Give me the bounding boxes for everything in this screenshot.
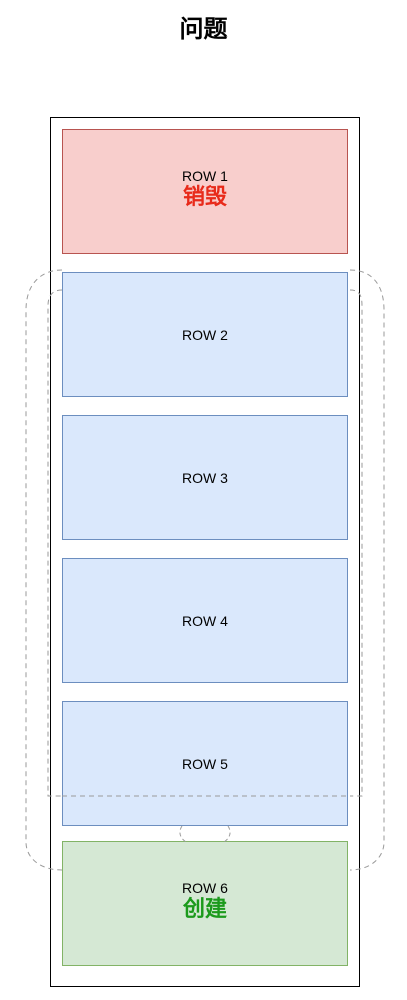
row-3-label: ROW 3	[182, 470, 228, 486]
row-2-label: ROW 2	[182, 327, 228, 343]
row-2: ROW 2	[62, 272, 348, 397]
row-5-label: ROW 5	[182, 756, 228, 772]
row-1: ROW 1 销毁	[62, 129, 348, 254]
diagram-title: 问题	[179, 15, 228, 43]
row-6-label: ROW 6	[182, 880, 228, 896]
row-4-label: ROW 4	[182, 613, 228, 629]
row-5: ROW 5	[62, 701, 348, 826]
row-4: ROW 4	[62, 558, 348, 683]
row-3: ROW 3	[62, 415, 348, 540]
row-6-action: 创建	[182, 897, 227, 922]
row-1-label: ROW 1	[182, 168, 228, 184]
row-1-action: 销毁	[182, 185, 227, 210]
row-6: ROW 6 创建	[62, 841, 348, 966]
